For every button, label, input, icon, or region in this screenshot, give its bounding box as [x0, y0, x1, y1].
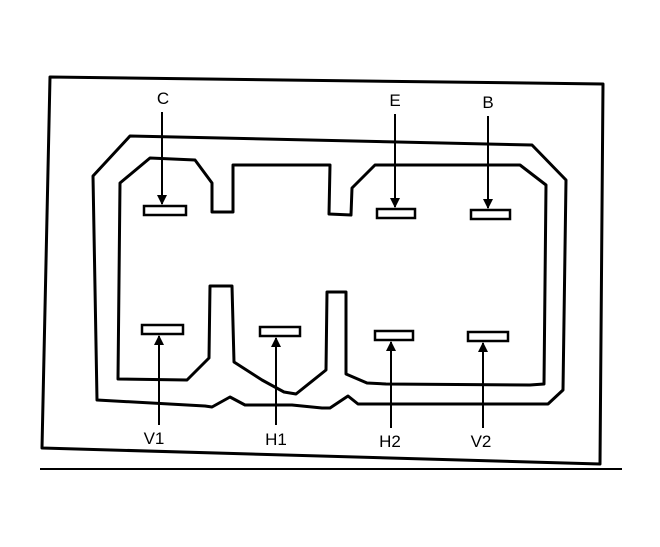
label-c: C: [157, 89, 169, 108]
label-h1: H1: [265, 430, 287, 449]
label-b: B: [482, 93, 493, 112]
pin-v2: [466, 330, 510, 343]
pin-b: [469, 208, 512, 221]
label-e: E: [389, 91, 400, 110]
label-v1: V1: [144, 429, 165, 448]
pin-h1: [258, 325, 302, 338]
pin-c: [142, 204, 188, 217]
label-v2: V2: [471, 432, 492, 451]
outer-frame: [40, 75, 605, 466]
pin-e: [375, 207, 417, 220]
label-h2: H2: [379, 432, 401, 451]
connector-housing-inner: [116, 156, 548, 396]
connector-housing-outer: [91, 134, 568, 410]
pin-v1: [140, 323, 185, 336]
pin-h2: [373, 329, 415, 342]
